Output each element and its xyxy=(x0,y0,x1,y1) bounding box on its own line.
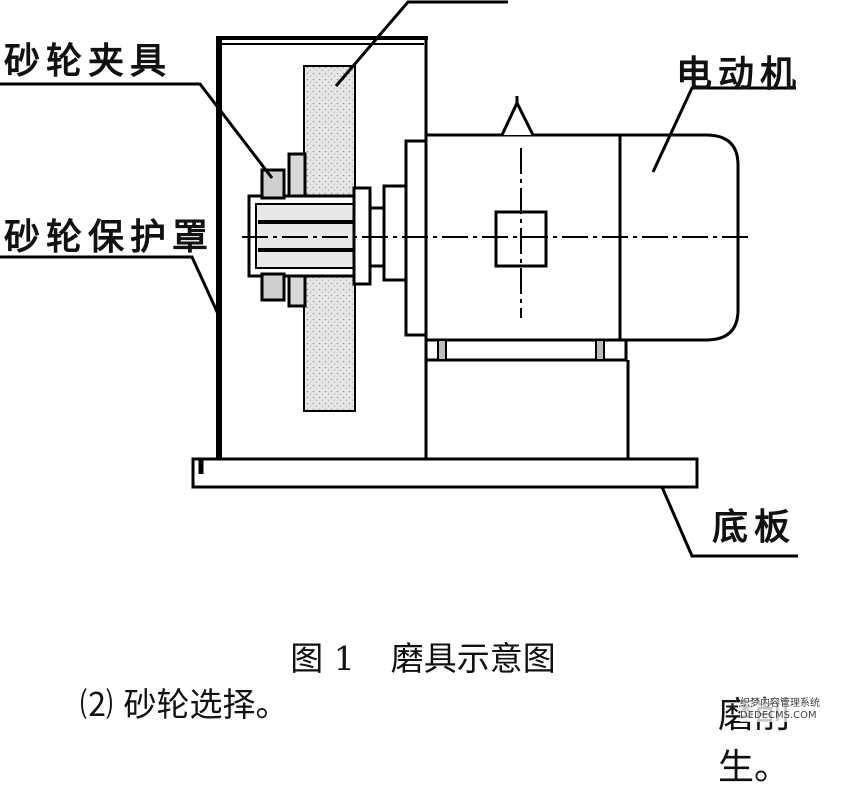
body-text: ⑵ 砂轮选择。 xyxy=(80,685,289,724)
motor-stand xyxy=(424,338,630,460)
label-base-plate: 底板 xyxy=(712,507,797,548)
watermark-line2: DEDECMS.COM xyxy=(740,710,817,721)
center-lines xyxy=(242,148,748,318)
label-wheel-clamp: 砂轮夹具 xyxy=(4,41,173,82)
motor xyxy=(404,96,740,342)
leader-lines xyxy=(0,0,798,558)
base-plate xyxy=(191,457,699,489)
label-motor: 电动机 xyxy=(676,54,803,95)
grinder-diagram xyxy=(0,0,798,558)
figure-number: 图 1 xyxy=(290,639,355,678)
label-wheel-guard: 砂轮保护罩 xyxy=(4,217,215,258)
watermark-line1: 织梦内容管理系统 xyxy=(740,698,820,709)
figure-title: 磨具示意图 xyxy=(390,639,556,678)
watermark: 织梦内容管理系统 DEDECMS.COM xyxy=(740,698,840,722)
figure-caption: 图 1 磨具示意图 xyxy=(0,632,846,680)
